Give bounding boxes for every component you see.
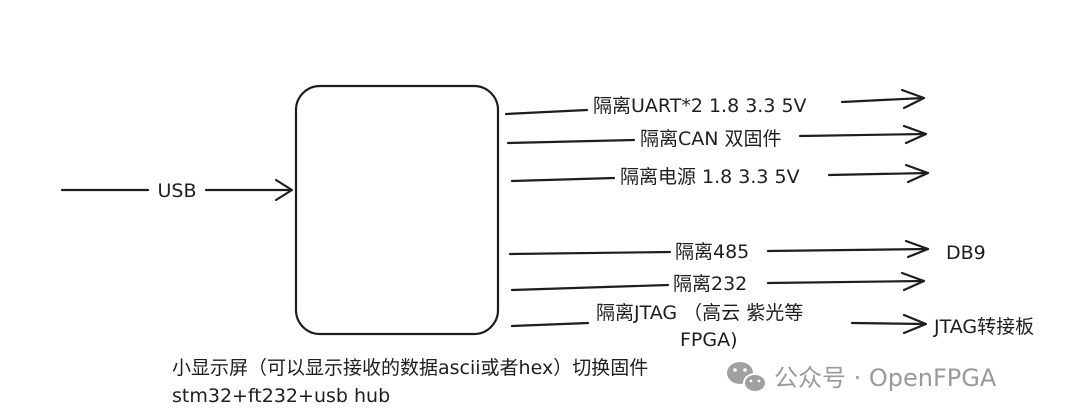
output-can-arrow — [506, 124, 928, 145]
output-power-arrow — [510, 163, 930, 184]
wechat-icon — [727, 362, 767, 393]
output-power-label: 隔离电源 1.8 3.3 5V — [620, 166, 800, 188]
controller-box — [294, 84, 500, 336]
output-can-label: 隔离CAN 双固件 — [640, 128, 782, 150]
output-232-label: 隔离232 — [673, 273, 747, 295]
usb-label: USB — [157, 180, 196, 202]
jtag-adapter-label: JTAG转接板 — [933, 316, 1034, 338]
db9-label: DB9 — [946, 242, 986, 264]
output-uart-arrow — [504, 88, 926, 116]
output-485-label: 隔离485 — [675, 241, 749, 263]
output-232-arrow — [510, 271, 926, 292]
output-485-arrow — [508, 239, 930, 259]
note-display: 小显示屏（可以显示接收的数据ascii或者hex）切换固件 — [172, 357, 648, 379]
output-jtag-label-line1: 隔离JTAG （高云 紫光等 — [596, 302, 803, 324]
usb-input-arrow — [60, 178, 294, 202]
watermark-text: 公众号 · OpenFPGA — [774, 364, 997, 392]
output-jtag-arrow — [510, 313, 928, 335]
output-jtag-label-line2: FPGA) — [680, 329, 738, 351]
note-parts: stm32+ft232+usb hub — [172, 385, 390, 407]
output-uart-label: 隔离UART*2 1.8 3.3 5V — [593, 95, 807, 117]
